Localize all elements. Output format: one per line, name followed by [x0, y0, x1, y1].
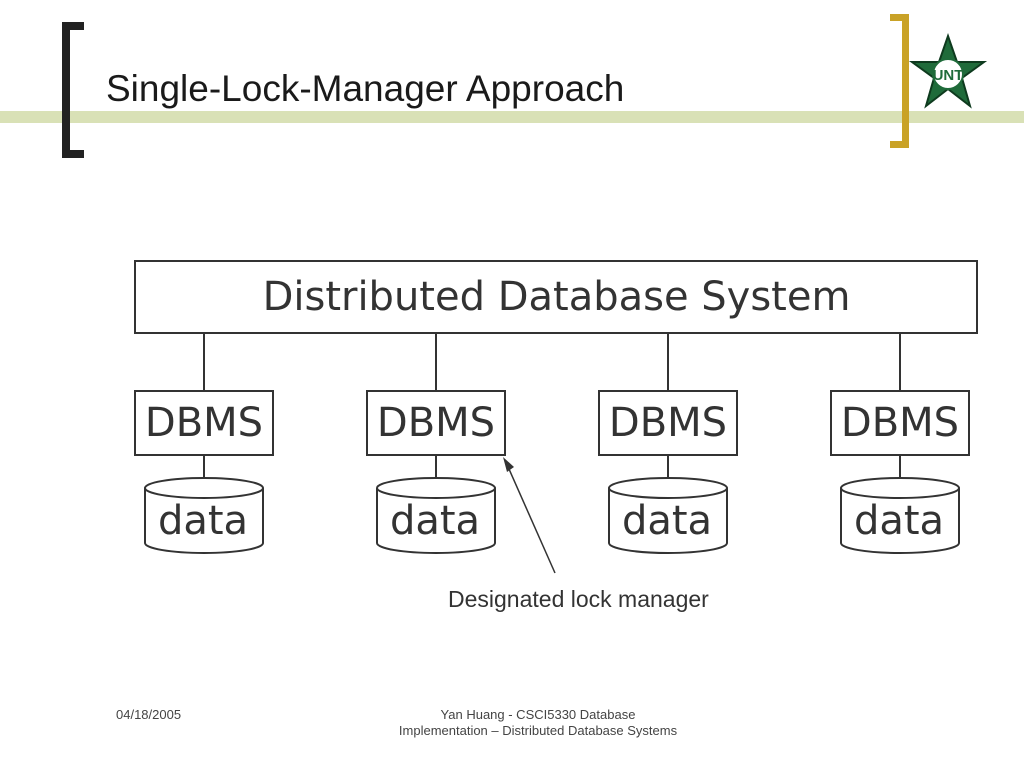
slide-title: Single-Lock-Manager Approach	[106, 68, 625, 109]
diagram-shapes	[134, 260, 978, 574]
data-cylinder-body-1	[144, 488, 264, 554]
dbms-box-1	[134, 390, 274, 456]
data-label-2: data	[389, 498, 481, 544]
data-cylinder-body-4	[840, 488, 960, 554]
dbms-box-3	[598, 390, 738, 456]
data-cylinder-top-1	[144, 477, 264, 499]
annotation-arrow-line	[504, 459, 556, 574]
designated-lock-manager-label: Designated lock manager	[448, 586, 709, 612]
system-label: Distributed Database System	[262, 274, 851, 320]
footer-date: 04/18/2005	[116, 707, 182, 722]
logo-text: UNT	[933, 67, 964, 84]
data-label-4: data	[853, 498, 945, 544]
unt-star-logo-icon: UNT	[908, 32, 988, 109]
footer-line-2: Implementation – Distributed Database Sy…	[398, 723, 678, 738]
data-label-1: data	[157, 498, 249, 544]
data-cylinder-body-2	[376, 488, 496, 554]
data-cylinder-top-4	[840, 477, 960, 499]
data-cylinder-top-3	[608, 477, 728, 499]
dbms-label-3: DBMS	[608, 400, 728, 446]
footer-caption: Yan Huang - CSCI5330 Database Implementa…	[370, 707, 706, 739]
dbms-label-2: DBMS	[376, 400, 496, 446]
left-bracket-decoration	[62, 22, 84, 158]
distributed-system-box	[134, 260, 978, 334]
dbms-label-4: DBMS	[840, 400, 960, 446]
footer-line-1: Yan Huang - CSCI5330 Database	[440, 707, 636, 722]
data-label-3: data	[621, 498, 713, 544]
data-cylinder-body-3	[608, 488, 728, 554]
annotation-arrow-head	[503, 457, 514, 472]
dbms-label-1: DBMS	[144, 400, 264, 446]
right-bracket-decoration	[890, 14, 909, 148]
title-accent-band	[0, 111, 1024, 123]
data-cylinder-top-2	[376, 477, 496, 499]
dbms-box-2	[366, 390, 506, 456]
